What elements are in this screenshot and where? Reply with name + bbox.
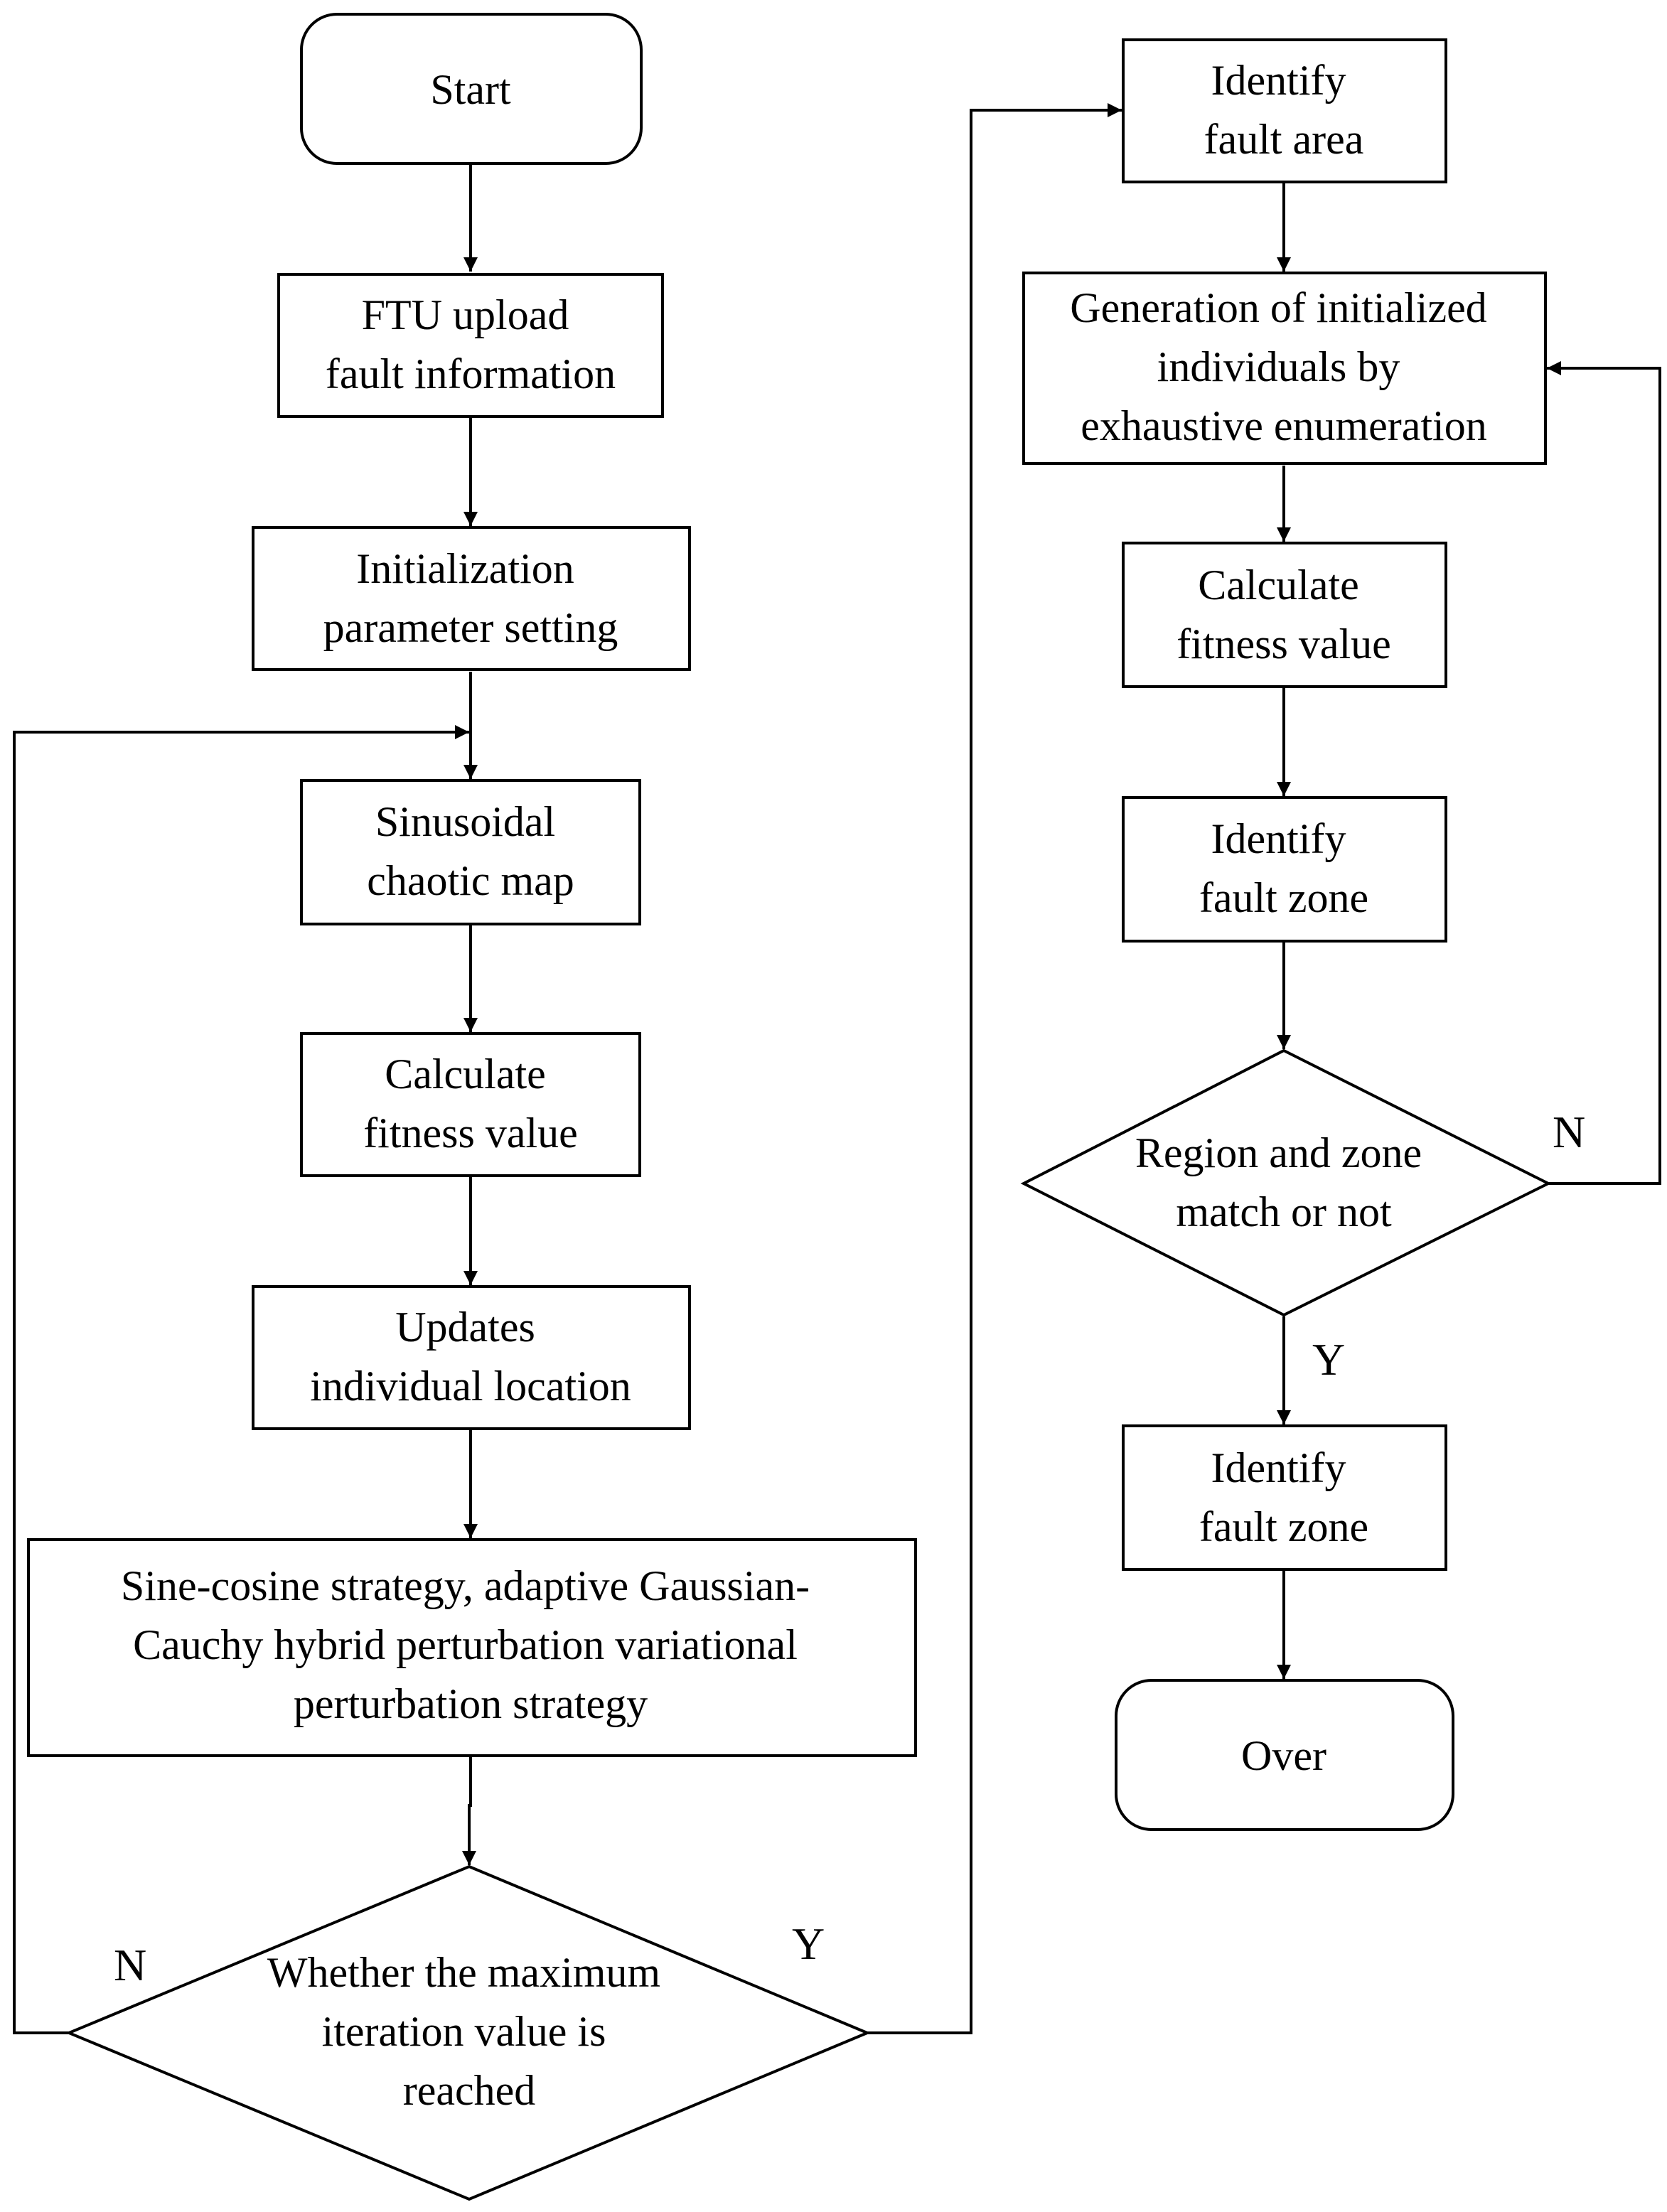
node-line: Identify [1211, 57, 1346, 104]
process-generate-individuals: Generation of initialized individuals by… [1022, 272, 1547, 465]
node-label: Over [1241, 1732, 1326, 1779]
node-line: Start [430, 66, 511, 113]
node-line: Identify [1211, 815, 1346, 862]
node-line: fault information [326, 350, 616, 397]
node-label: FTU upload fault information [326, 291, 616, 397]
node-line: Initialization [356, 545, 574, 592]
node-line: fault zone [1199, 1503, 1368, 1550]
node-line: iteration value is [322, 2008, 606, 2055]
node-line: Over [1241, 1732, 1326, 1779]
node-line: Sine-cosine strategy, adaptive Gaussian- [121, 1562, 810, 1609]
process-identify-fault-zone-1: Identify fault zone [1122, 796, 1447, 943]
node-label: Calculate fitness value [1176, 562, 1391, 667]
node-label: Generation of initialized individuals by… [1070, 284, 1497, 449]
node-label: Initialization parameter setting [323, 545, 618, 651]
node-line: Sinusoidal [375, 798, 555, 845]
node-line: fault area [1204, 116, 1364, 163]
node-line: Identify [1211, 1444, 1346, 1491]
process-update-location: Updates individual location [252, 1285, 691, 1430]
process-identify-fault-area: Identify fault area [1122, 38, 1447, 183]
edge-label-max-iter-no: N [114, 1940, 146, 1990]
node-line: Updates [395, 1304, 535, 1351]
node-line: fitness value [1176, 621, 1391, 667]
node-line: perturbation strategy [294, 1680, 648, 1727]
start-terminal: Start [300, 13, 643, 165]
process-ftu-upload: FTU upload fault information [277, 273, 664, 418]
process-calc-fitness-left: Calculate fitness value [300, 1032, 641, 1177]
node-line: exhaustive enumeration [1081, 402, 1486, 449]
decision-region-zone-match: Region and zone match or not [1020, 1048, 1552, 1317]
node-line: fitness value [363, 1110, 578, 1156]
node-label: Whether the maximum iteration value is r… [267, 1949, 671, 2114]
node-line: Calculate [385, 1051, 546, 1097]
node-line: Calculate [1198, 562, 1359, 608]
node-line: FTU upload [362, 291, 569, 338]
edge-label-max-iter-yes: Y [792, 1918, 825, 1969]
connectors [13, 103, 1661, 2034]
node-line: individual location [310, 1363, 631, 1410]
edge-perturbation-to-decision [462, 1757, 476, 1865]
node-line: fault zone [1199, 874, 1368, 921]
over-terminal: Over [1115, 1679, 1454, 1831]
process-identify-fault-zone-2: Identify fault zone [1122, 1424, 1447, 1571]
process-init-params: Initialization parameter setting [252, 526, 691, 671]
decision-max-iteration: Whether the maximum iteration value is r… [65, 1864, 872, 2201]
node-line: parameter setting [323, 604, 618, 651]
node-label: Sinusoidal chaotic map [367, 798, 574, 904]
edge-label-match-yes: Y [1312, 1334, 1345, 1385]
node-line: match or not [1176, 1188, 1392, 1235]
node-line: chaotic map [367, 857, 574, 904]
node-label: Region and zone match or not [1135, 1129, 1432, 1235]
edge-max-iter-yes [867, 103, 1122, 2034]
node-line: Region and zone [1135, 1129, 1422, 1176]
node-line: Cauchy hybrid perturbation variational [133, 1621, 798, 1668]
node-line: reached [403, 2067, 536, 2114]
node-label: Identify fault zone [1199, 815, 1368, 921]
node-label: Calculate fitness value [363, 1051, 578, 1156]
node-label: Identify fault area [1204, 57, 1364, 163]
edge-max-iter-no-loop [13, 725, 469, 2034]
node-label: Updates individual location [310, 1304, 631, 1410]
process-perturbation-strategy: Sine-cosine strategy, adaptive Gaussian-… [27, 1538, 917, 1757]
process-calc-fitness-right: Calculate fitness value [1122, 542, 1447, 688]
node-label: Sine-cosine strategy, adaptive Gaussian-… [121, 1562, 820, 1727]
process-sinusoidal-map: Sinusoidal chaotic map [300, 779, 641, 925]
node-label: Start [430, 66, 511, 113]
edge-label-match-no: N [1553, 1107, 1585, 1157]
node-line: Generation of initialized [1070, 284, 1486, 331]
node-line: individuals by [1157, 343, 1400, 390]
node-label: Identify fault zone [1199, 1444, 1368, 1550]
edge-match-no-loop [1547, 361, 1661, 1185]
node-line: Whether the maximum [267, 1949, 660, 1996]
